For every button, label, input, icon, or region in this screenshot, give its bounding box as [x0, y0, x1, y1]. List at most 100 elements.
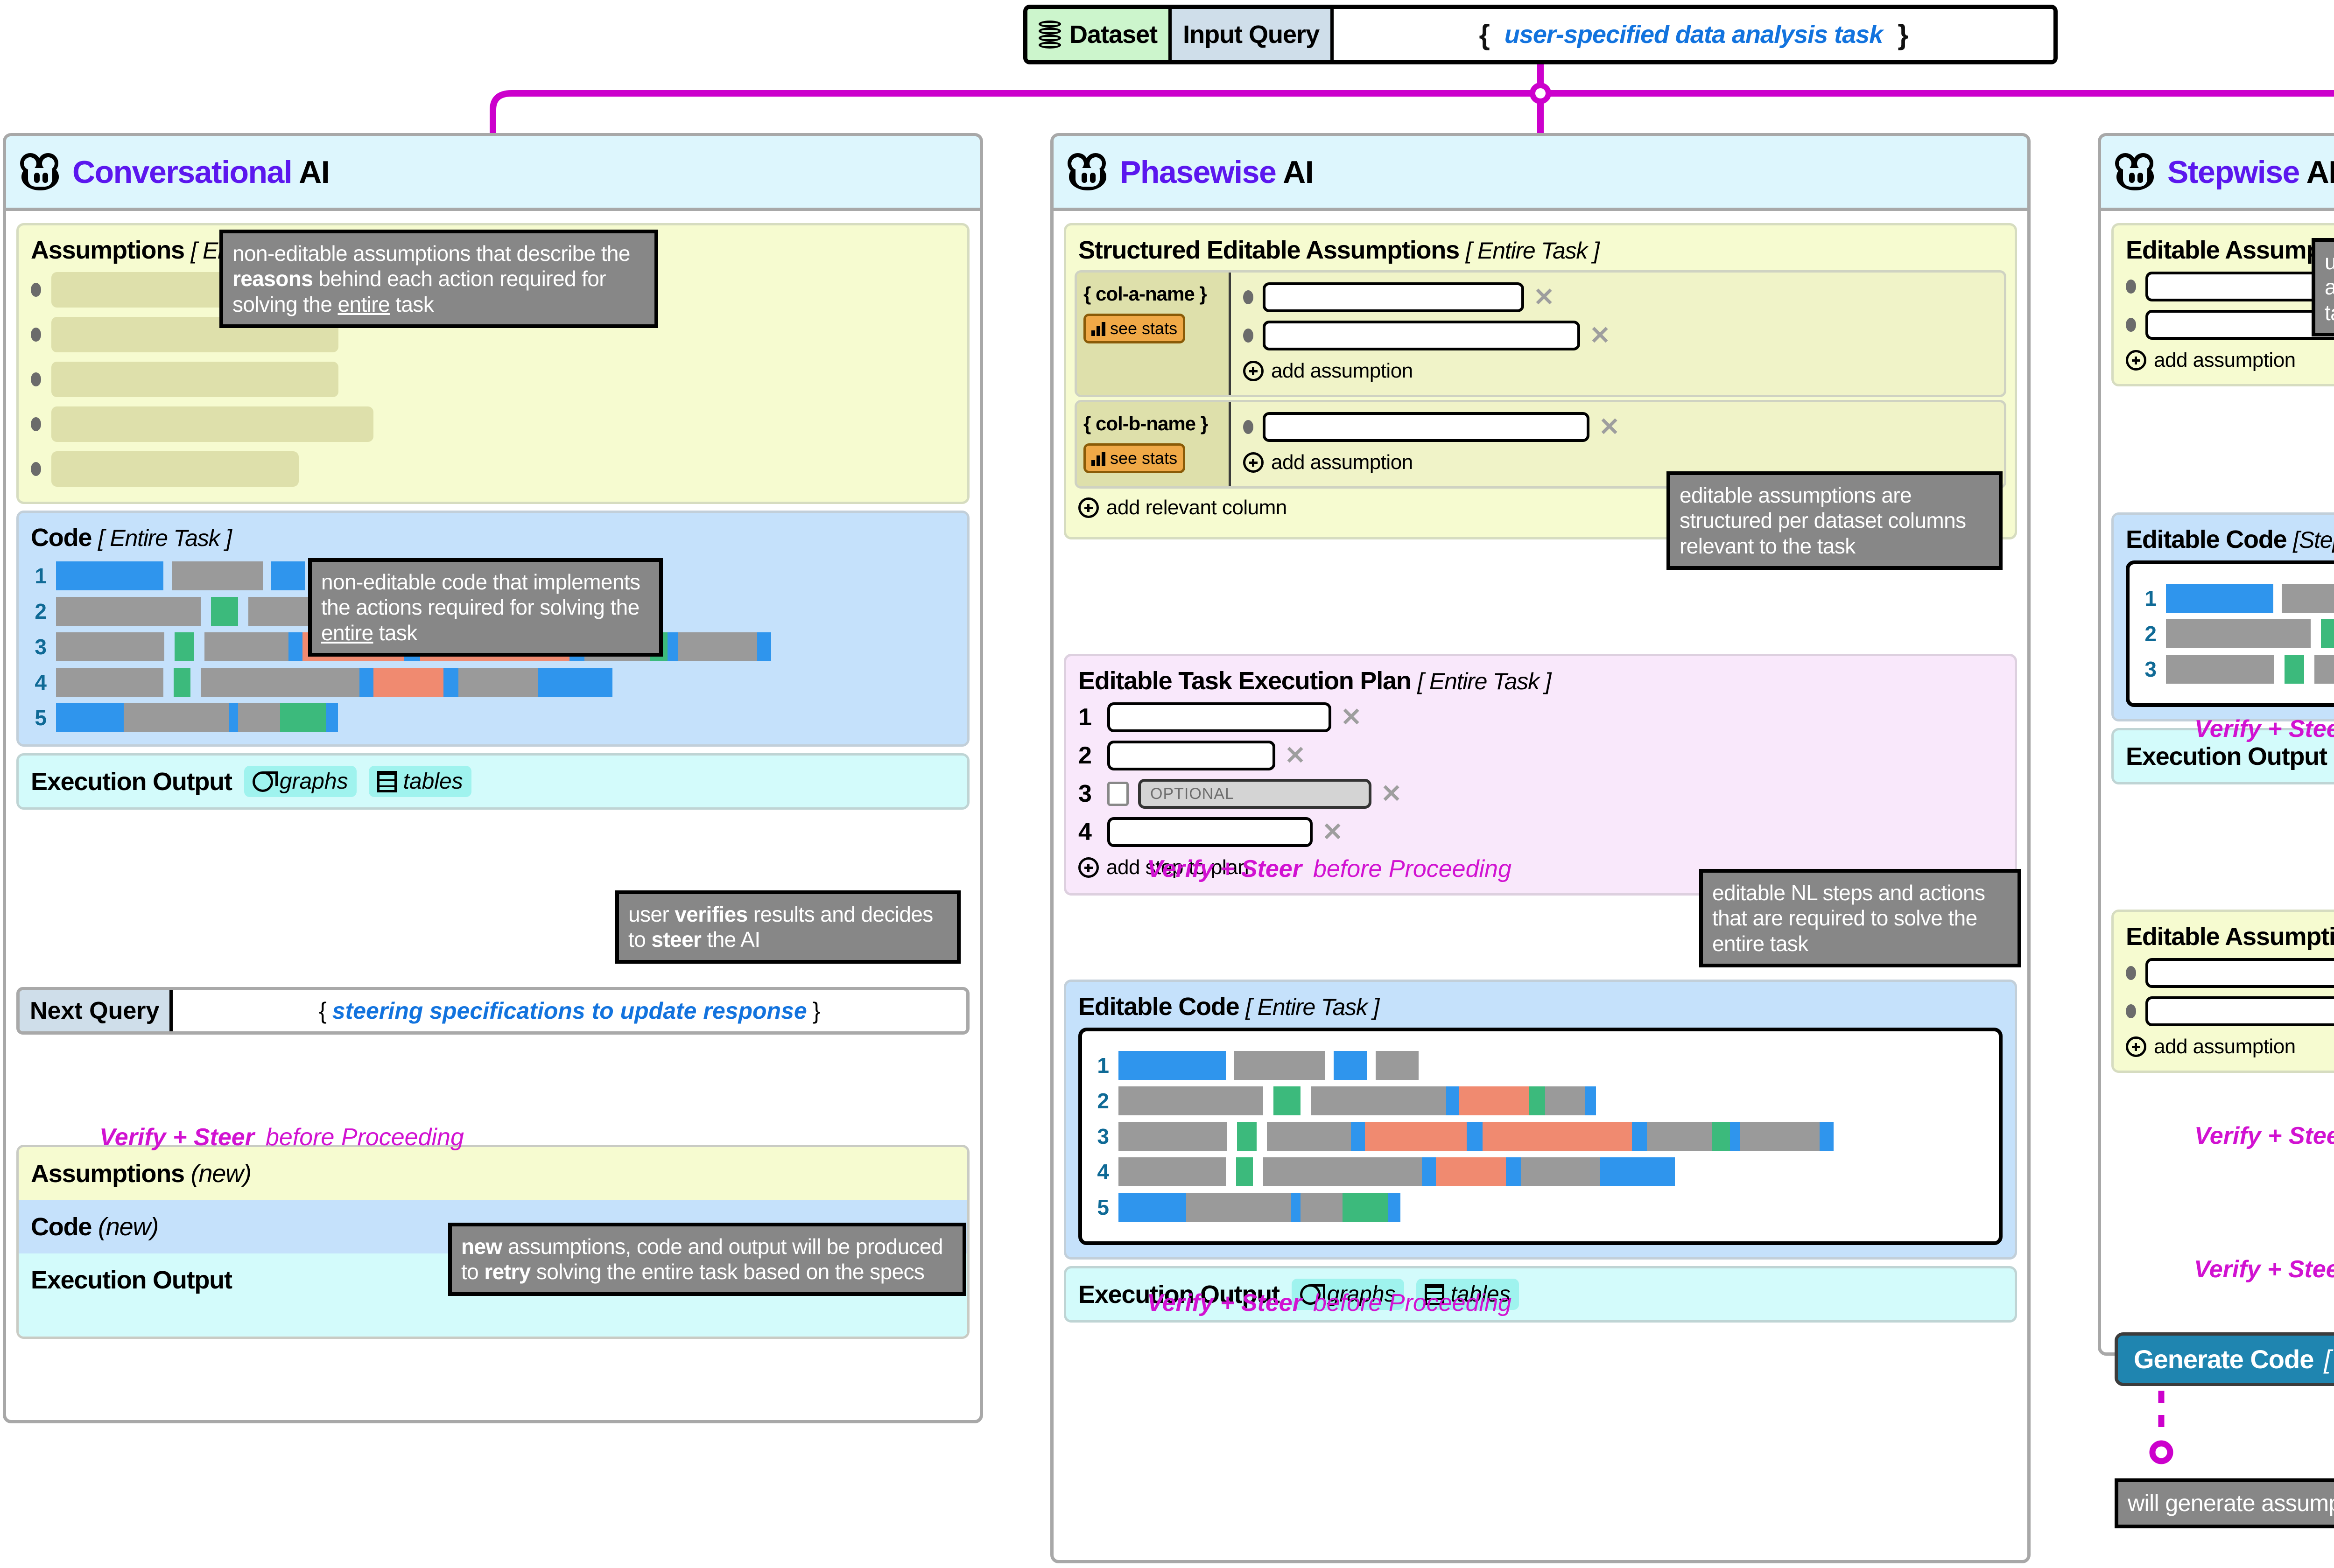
step-input[interactable]	[1107, 817, 1313, 847]
assumption-input-row: ✕	[2114, 267, 2334, 306]
tables-chip[interactable]: tables	[1416, 1279, 1519, 1310]
verify-steer-label-1: Verify + Steer before Proceeding	[2194, 715, 2334, 742]
code-tokens	[1118, 1193, 1400, 1222]
assumption-input-row: ✕	[1231, 408, 2004, 446]
assumption-input[interactable]	[1263, 321, 1580, 350]
code-tokens	[1118, 1051, 1419, 1080]
step-input[interactable]: OPTIONAL	[1138, 779, 1371, 809]
generate-code-tag: [ Step 2 ]	[2324, 1344, 2334, 1374]
column-name-cell: { col-b-name }see stats	[1077, 402, 1231, 486]
editable-code-heading: Editable Code [ Entire Task ]	[1078, 993, 1379, 1021]
assumption-input[interactable]	[1263, 412, 1589, 442]
execution-output-label: Execution Output	[31, 767, 232, 796]
structured-assumptions-heading: Structured Editable Assumptions [ Entire…	[1078, 236, 1600, 264]
column-assumption-block: { col-b-name }see stats ✕ add assumption	[1075, 400, 2006, 489]
brace-open: {	[1479, 19, 1490, 50]
assumption-item	[19, 357, 967, 402]
remove-assumption-button[interactable]: ✕	[1599, 413, 1620, 441]
code-tokens	[2166, 584, 2334, 613]
plan-heading: Editable Task Execution Plan [ Entire Ta…	[1078, 667, 1551, 695]
remove-assumption-button[interactable]: ✕	[1533, 283, 1555, 311]
table-icon	[1424, 1283, 1444, 1305]
bar-chart-icon	[1091, 451, 1105, 466]
dataset-chip[interactable]: Dataset	[1027, 9, 1172, 60]
tooltip-new-result-conversational: new assumptions, code and output will be…	[448, 1223, 966, 1296]
next-query-bar[interactable]: Next Query { steering specifications to …	[16, 987, 970, 1035]
panel-header: Stepwise AI	[2101, 136, 2334, 211]
pie-chart-icon	[252, 771, 278, 792]
step-input[interactable]	[1107, 702, 1331, 732]
add-assumption-button[interactable]: add assumption	[1231, 446, 2004, 483]
plus-icon	[1243, 452, 1264, 473]
remove-step-button[interactable]: ✕	[1322, 818, 1343, 846]
plan-step-row: 2✕	[1066, 736, 2015, 775]
step-number: 1	[1078, 704, 1092, 731]
add-step-button[interactable]: add step to plan	[1066, 851, 2015, 889]
verify-steer-label: Verify + Steer before Proceeding	[99, 1124, 464, 1151]
bullet-icon	[31, 462, 41, 476]
remove-step-button[interactable]: ✕	[1381, 780, 1402, 808]
add-assumption-label: add assumption	[2154, 1035, 2296, 1058]
bullet-icon	[2126, 318, 2136, 332]
next-query-value: steering specifications to update respon…	[332, 998, 807, 1024]
code-tokens	[56, 668, 612, 697]
remove-step-button[interactable]: ✕	[1341, 703, 1362, 731]
assumption-input[interactable]	[1263, 282, 1524, 312]
next-query-input[interactable]: { steering specifications to update resp…	[319, 998, 821, 1024]
task-text: user-specified data analysis task	[1504, 21, 1883, 49]
code-line: 4	[31, 668, 955, 697]
assumption-placeholder	[51, 362, 338, 397]
robot-icon	[2115, 153, 2155, 191]
next-query-label: Next Query	[20, 990, 173, 1031]
panel-title: Stepwise AI	[2167, 154, 2334, 190]
code-heading: Code [ Entire Task ]	[31, 524, 232, 552]
add-relevant-column-button[interactable]: add relevant column	[1066, 491, 2015, 529]
graphs-label: graphs	[279, 769, 348, 794]
assumption-input[interactable]	[2145, 958, 2334, 988]
bullet-icon	[31, 372, 41, 386]
column-name-cell: { col-a-name }see stats	[1077, 273, 1231, 395]
add-assumption-button-step2[interactable]: add assumption	[2114, 1030, 2334, 1068]
assumption-input[interactable]	[2145, 272, 2334, 301]
task-field[interactable]: { user-specified data analysis task }	[1334, 9, 2053, 60]
step-optional-checkbox[interactable]	[1107, 782, 1129, 806]
input-query-chip[interactable]: Input Query	[1172, 9, 1334, 60]
assumption-input-row: ✕	[2114, 954, 2334, 992]
add-assumption-button[interactable]: add assumption	[1231, 355, 2004, 392]
task-execution-plan-section: Editable Task Execution Plan [ Entire Ta…	[1064, 654, 2017, 896]
remove-step-button[interactable]: ✕	[1285, 742, 1306, 770]
see-stats-button[interactable]: see stats	[1083, 443, 1186, 473]
tooltip-loop-note: will generate assumptions + code pairs u…	[2115, 1478, 2334, 1528]
plus-icon	[2126, 1036, 2146, 1057]
column-assumption-rows: ✕ add assumption	[1231, 402, 2004, 486]
step-input[interactable]	[1107, 741, 1275, 770]
code-line-number: 2	[35, 599, 47, 623]
assumption-input[interactable]	[2145, 996, 2334, 1026]
bullet-icon	[2126, 1004, 2136, 1018]
graphs-chip[interactable]: graphs	[1291, 1279, 1404, 1310]
assumption-input[interactable]	[2145, 310, 2334, 340]
add-assumption-button-step1[interactable]: add assumption	[2114, 344, 2334, 381]
code-line-number: 1	[1097, 1053, 1109, 1078]
panel-phasewise-ai: Phasewise AI Structured Editable Assumpt…	[1050, 133, 2031, 1563]
graphs-chip[interactable]: graphs	[244, 766, 357, 797]
robot-icon	[20, 153, 60, 191]
code-line-number: 3	[35, 635, 47, 659]
remove-assumption-button[interactable]: ✕	[1589, 322, 1611, 350]
add-step-label: add step to plan	[1106, 856, 1249, 879]
tooltip-structured-assumptions: editable assumptions are structured per …	[1666, 471, 2003, 570]
see-stats-button[interactable]: see stats	[1083, 314, 1186, 343]
generate-code-button[interactable]: Generate Code [ Step 2 ]	[2115, 1332, 2334, 1386]
code-line-number: 1	[2144, 586, 2157, 610]
tables-chip[interactable]: tables	[368, 766, 471, 797]
assumption-input-row: ✕	[2114, 306, 2334, 344]
see-stats-label: see stats	[1110, 448, 1178, 468]
new-assumptions-row: Assumptions (new)	[19, 1147, 967, 1200]
assumptions-step1-heading: Editable Assumptions [ Step 1 ]	[2126, 236, 2334, 264]
